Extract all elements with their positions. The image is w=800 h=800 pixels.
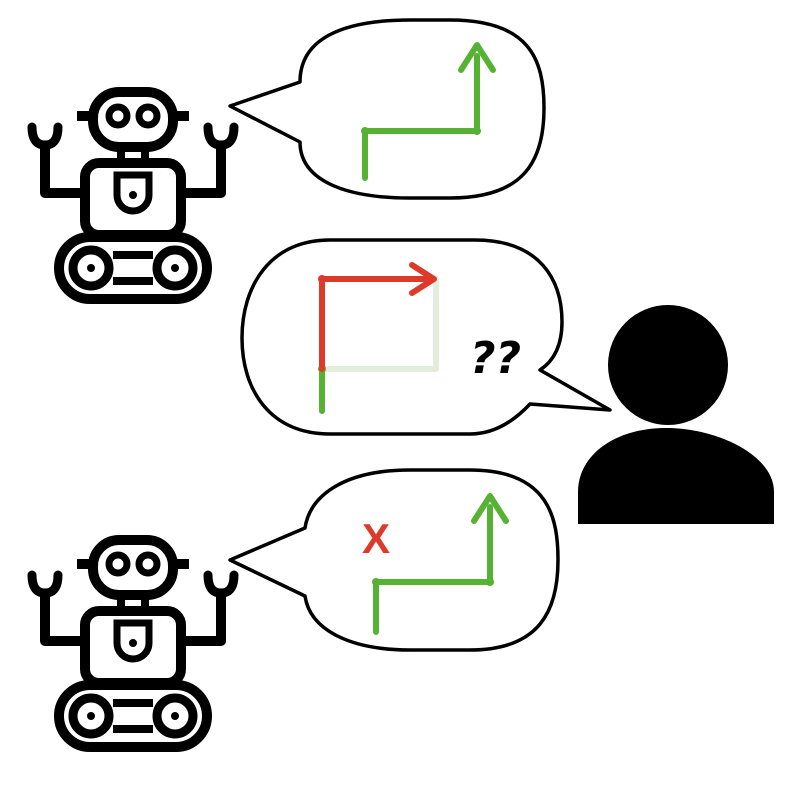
faded-original-path <box>319 276 439 372</box>
robot-bottom <box>32 540 234 747</box>
speech-bubble-top <box>228 18 546 200</box>
planned-path <box>361 42 496 181</box>
corrected-path <box>318 262 437 414</box>
speech-bubble-human: ?? <box>240 238 612 436</box>
robot-icon <box>32 540 234 747</box>
robot-icon <box>32 92 234 299</box>
arrow-right-icon <box>409 262 437 296</box>
speech-bubble-bottom: X <box>228 468 560 652</box>
question-marks: ?? <box>470 333 521 384</box>
arrow-up-icon <box>458 42 496 73</box>
arrow-up-icon <box>471 493 509 524</box>
rejected-mark: X <box>362 515 390 562</box>
robot-top <box>32 92 234 299</box>
adapted-path <box>372 493 509 635</box>
person-icon <box>578 305 774 524</box>
